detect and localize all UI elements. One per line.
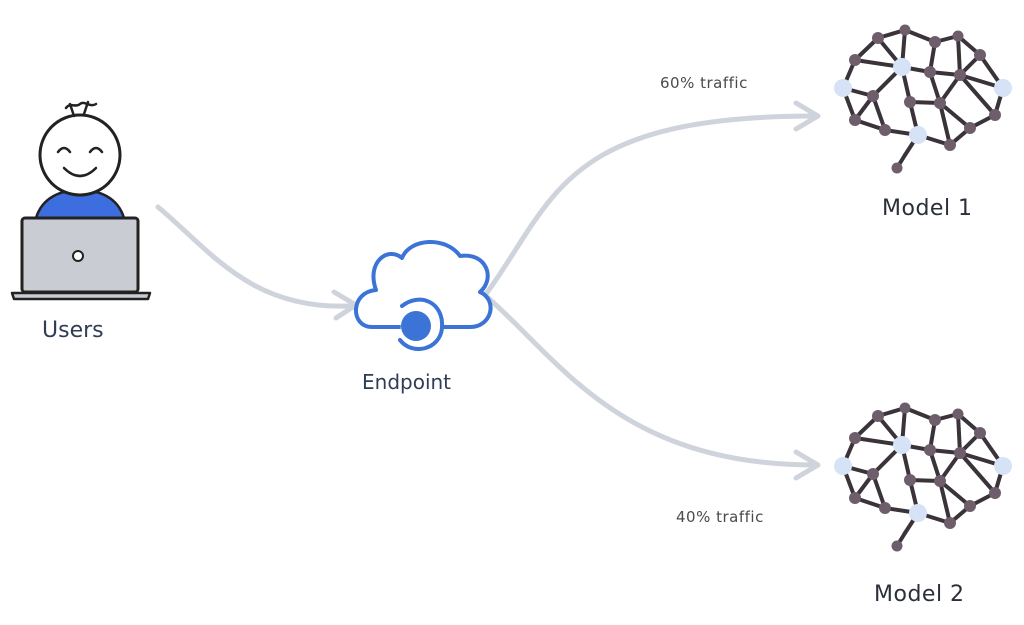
model2-traffic-label: 40% traffic xyxy=(676,508,764,526)
users-to-endpoint-arrow xyxy=(155,204,353,309)
model1-brain-icon xyxy=(832,22,1014,176)
model1-label: Model 1 xyxy=(882,196,973,221)
cloud-endpoint-icon xyxy=(354,240,493,351)
model2-brain-icon xyxy=(832,400,1014,554)
endpoint-label: Endpoint xyxy=(362,370,452,394)
endpoint-to-model2-arrowhead xyxy=(793,449,821,481)
person-with-laptop-icon xyxy=(10,100,152,301)
endpoint-to-model1-arrow xyxy=(483,113,818,297)
endpoint-to-model2-arrow xyxy=(483,293,818,468)
users-label: Users xyxy=(42,318,104,343)
model1-traffic-label: 60% traffic xyxy=(660,74,748,92)
endpoint-to-model1-arrowhead xyxy=(793,100,821,132)
model2-label: Model 2 xyxy=(874,582,965,607)
